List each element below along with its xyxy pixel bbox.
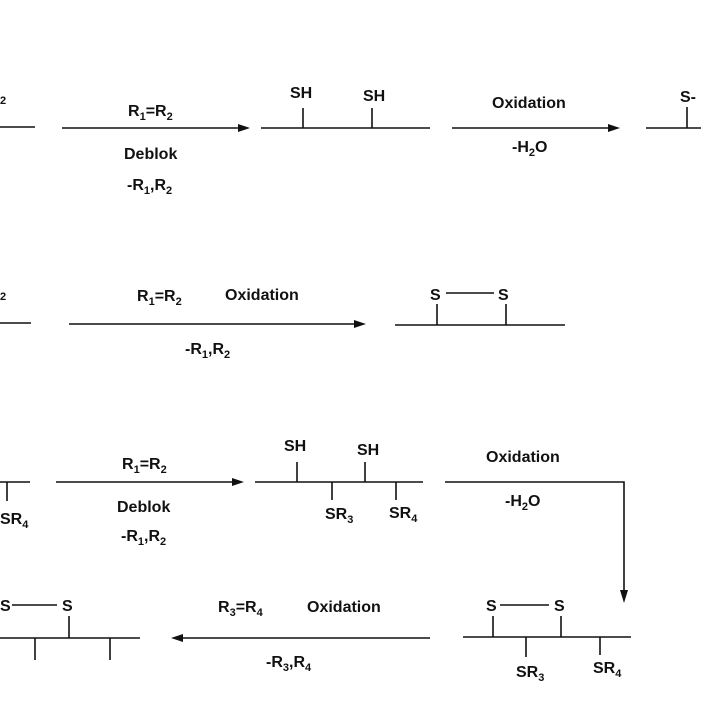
- sulfur-atom: S: [498, 287, 509, 304]
- sulfur-atom: S: [486, 598, 497, 615]
- oxidation-label: Oxidation: [492, 95, 566, 112]
- sulfur-atom: S: [0, 598, 11, 615]
- deblock-label: Deblok: [124, 146, 177, 163]
- thiol-group: SH: [290, 85, 312, 102]
- thiol-group: SH: [284, 438, 306, 455]
- reaction-arrowhead: [232, 478, 244, 486]
- scheme-row-3: SR4 R1=R2 Deblok -R1,R2 SH SH SR3 SR4 Ox…: [0, 438, 628, 603]
- removed-groups: -R3,R4: [266, 654, 312, 674]
- oxidation-label: Oxidation: [225, 287, 299, 304]
- bent-reaction-arrow-line: [445, 481, 625, 592]
- reaction-arrowhead: [608, 124, 620, 132]
- protected-thiol: SR4: [593, 660, 622, 680]
- scheme-row-1: 2 R1=R2 Deblok -R1,R2 SH SH Oxidation -H…: [0, 85, 701, 197]
- reagent-condition: R1=R2: [137, 288, 182, 308]
- cut-subscript: 2: [0, 95, 6, 107]
- sulfur-atom: S: [430, 287, 441, 304]
- water-loss: -H2O: [505, 493, 540, 513]
- sulfur-atom: S: [554, 598, 565, 615]
- oxidation-label: Oxidation: [307, 599, 381, 616]
- reagent-condition: R1=R2: [122, 456, 167, 476]
- deblock-label: Deblok: [117, 499, 170, 516]
- reagent-condition: R1=R2: [128, 103, 173, 123]
- scheme-row-4: S S R3=R4 Oxidation -R3,R4 S S SR3 SR4: [0, 598, 631, 684]
- removed-groups: -R1,R2: [185, 341, 230, 361]
- water-loss: -H2O: [512, 139, 547, 159]
- scheme-row-2: 2 R1=R2 Oxidation -R1,R2 S S: [0, 287, 565, 361]
- removed-groups: -R1,R2: [121, 528, 166, 548]
- protected-thiol: SR3: [325, 506, 353, 526]
- protected-thiol: SR4: [389, 505, 418, 525]
- reaction-arrowhead: [620, 590, 628, 603]
- thiol-group: SH: [363, 88, 385, 105]
- reaction-arrowhead: [354, 320, 366, 328]
- reaction-arrowhead: [238, 124, 250, 132]
- sulfur-atom: S-: [680, 89, 696, 106]
- cut-subscript: 2: [0, 291, 6, 303]
- reaction-arrowhead: [171, 634, 183, 642]
- oxidation-label: Oxidation: [486, 449, 560, 466]
- sulfur-atom: S: [62, 598, 73, 615]
- protected-thiol: SR3: [516, 664, 544, 684]
- removed-groups: -R1,R2: [127, 177, 172, 197]
- protected-thiol: SR4: [0, 511, 29, 531]
- thiol-group: SH: [357, 442, 379, 459]
- reagent-condition: R3=R4: [218, 599, 264, 619]
